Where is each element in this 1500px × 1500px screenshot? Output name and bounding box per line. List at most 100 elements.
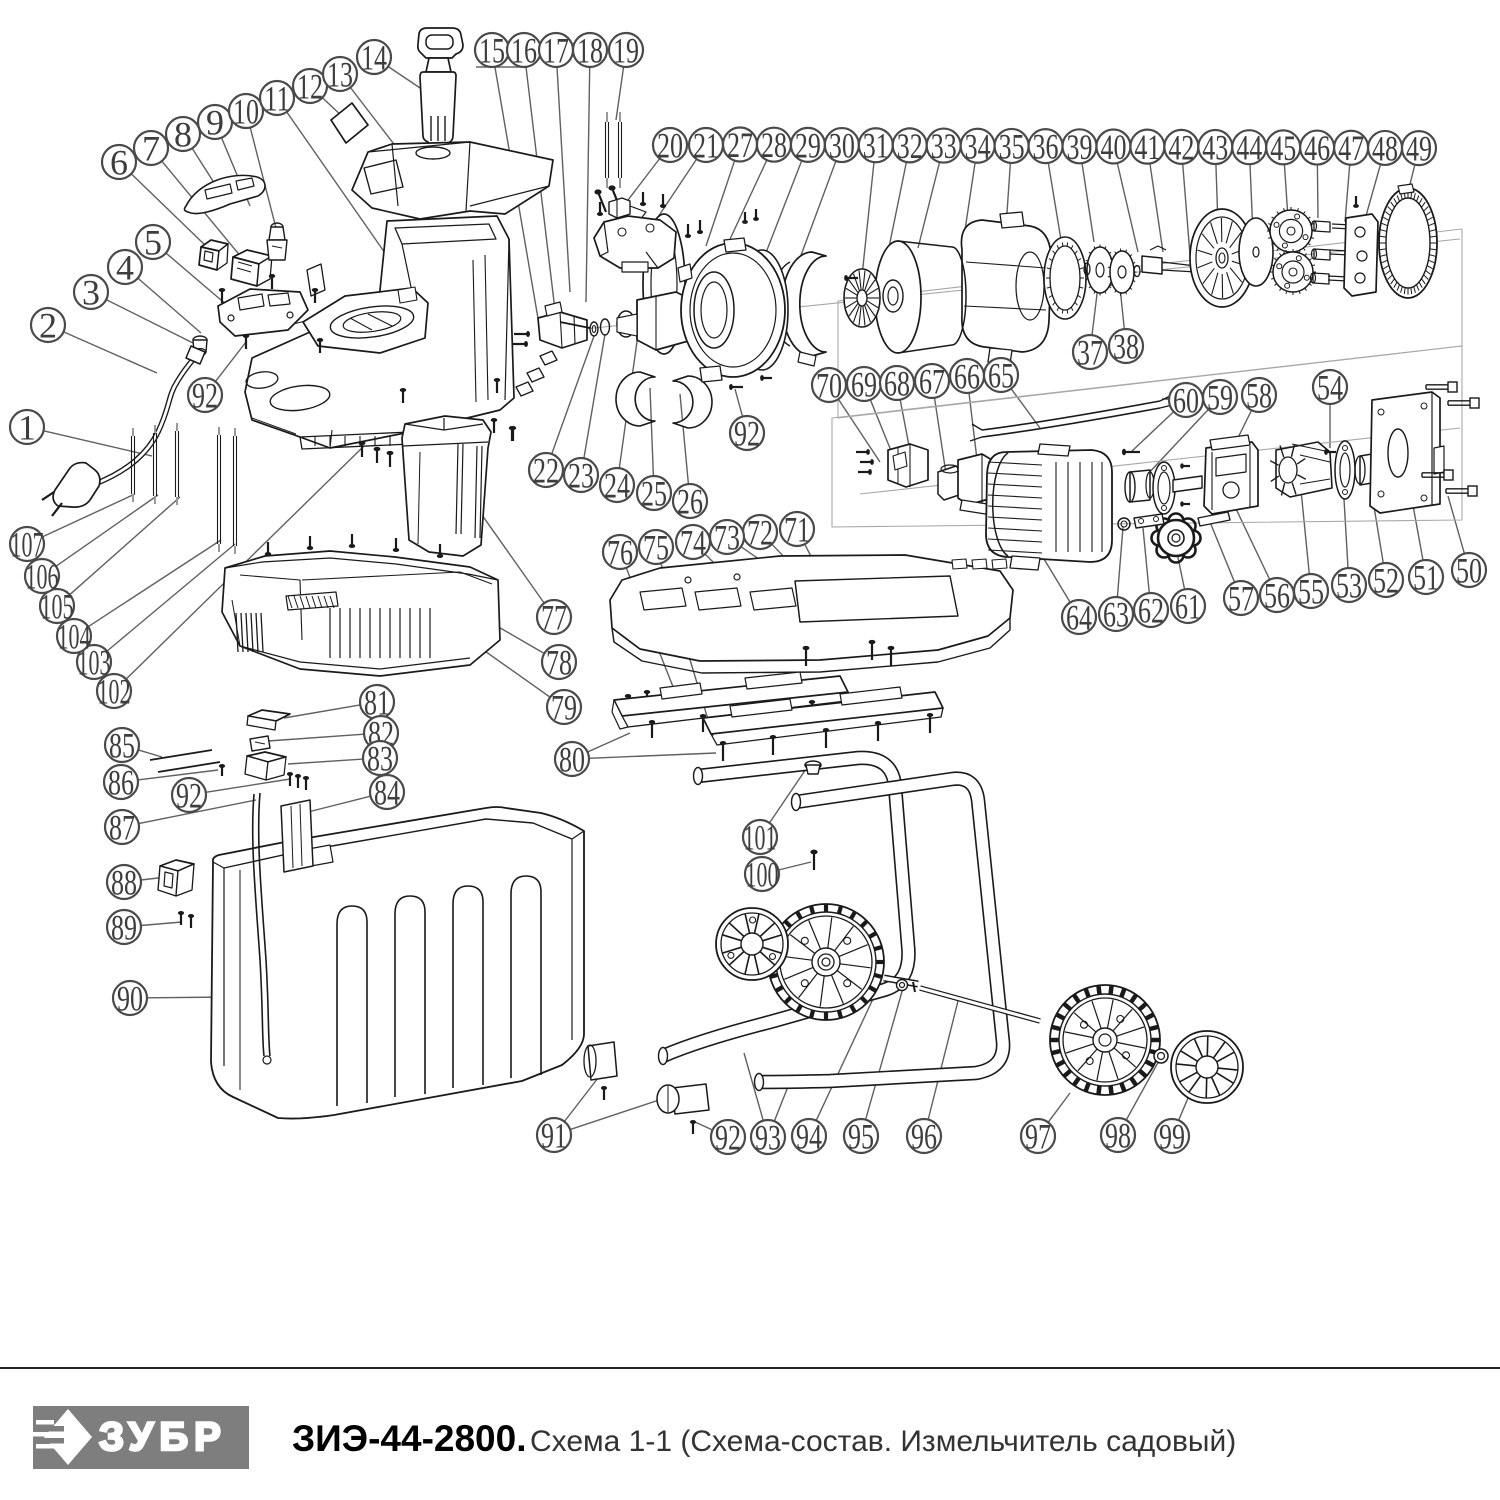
svg-text:8: 8 [174, 115, 192, 155]
svg-text:87: 87 [109, 808, 135, 848]
svg-text:10: 10 [233, 92, 259, 132]
svg-text:7: 7 [142, 129, 160, 169]
svg-text:21: 21 [693, 126, 719, 166]
svg-text:30: 30 [829, 126, 855, 166]
svg-text:80: 80 [559, 740, 585, 780]
svg-text:98: 98 [1105, 1116, 1131, 1156]
svg-text:42: 42 [1168, 127, 1194, 167]
svg-text:62: 62 [1138, 591, 1164, 631]
svg-text:75: 75 [643, 528, 669, 568]
svg-text:13: 13 [327, 55, 353, 95]
svg-text:1: 1 [18, 408, 36, 448]
svg-text:56: 56 [1264, 576, 1290, 616]
svg-text:ЗИЭ-44-2800.: ЗИЭ-44-2800. [292, 1418, 526, 1459]
svg-text:27: 27 [727, 125, 753, 165]
svg-text:92: 92 [715, 1118, 741, 1158]
svg-text:9: 9 [206, 103, 224, 143]
svg-text:100: 100 [746, 855, 779, 895]
svg-text:16: 16 [511, 31, 537, 71]
svg-text:38: 38 [1113, 327, 1139, 367]
svg-text:20: 20 [657, 126, 683, 166]
svg-text:66: 66 [954, 357, 980, 397]
svg-text:25: 25 [641, 474, 667, 514]
svg-text:3: 3 [82, 273, 100, 313]
svg-text:15: 15 [479, 31, 505, 71]
svg-text:17: 17 [543, 31, 569, 71]
svg-text:49: 49 [1406, 129, 1432, 169]
svg-text:11: 11 [264, 79, 290, 119]
svg-text:93: 93 [755, 1118, 781, 1158]
svg-text:76: 76 [607, 533, 633, 573]
svg-text:31: 31 [863, 126, 889, 166]
svg-text:71: 71 [784, 510, 810, 550]
svg-text:24: 24 [604, 466, 630, 506]
svg-text:46: 46 [1304, 128, 1330, 168]
svg-text:92: 92 [192, 376, 218, 416]
svg-text:19: 19 [613, 31, 639, 71]
svg-text:61: 61 [1175, 587, 1201, 627]
svg-text:22: 22 [533, 451, 559, 491]
svg-text:33: 33 [931, 126, 957, 166]
svg-text:63: 63 [1103, 595, 1129, 635]
svg-text:99: 99 [1159, 1117, 1185, 1157]
svg-text:48: 48 [1372, 128, 1398, 168]
svg-text:92: 92 [734, 414, 760, 454]
svg-text:65: 65 [988, 356, 1014, 396]
svg-text:64: 64 [1066, 598, 1092, 638]
svg-text:23: 23 [568, 456, 594, 496]
svg-text:73: 73 [714, 518, 740, 558]
svg-text:67: 67 [919, 362, 945, 402]
svg-text:36: 36 [1033, 127, 1059, 167]
svg-text:44: 44 [1236, 128, 1262, 168]
svg-text:59: 59 [1207, 378, 1233, 418]
svg-text:Схема 1-1 (Схема-состав. Измел: Схема 1-1 (Схема-состав. Измельчитель са… [530, 1425, 1236, 1458]
svg-text:40: 40 [1100, 127, 1126, 167]
svg-text:97: 97 [1025, 1117, 1051, 1157]
svg-text:68: 68 [884, 364, 910, 404]
svg-text:28: 28 [761, 125, 787, 165]
svg-text:104: 104 [58, 617, 91, 657]
svg-text:84: 84 [374, 773, 400, 813]
svg-text:47: 47 [1338, 128, 1364, 168]
svg-text:52: 52 [1373, 561, 1399, 601]
svg-text:94: 94 [796, 1117, 822, 1157]
svg-text:ЗУБР: ЗУБР [99, 1415, 227, 1459]
svg-text:2: 2 [39, 306, 57, 346]
svg-text:60: 60 [1173, 381, 1199, 421]
svg-text:102: 102 [98, 672, 131, 712]
svg-text:90: 90 [117, 979, 143, 1019]
svg-text:69: 69 [851, 365, 877, 405]
svg-text:92: 92 [176, 776, 202, 816]
svg-text:50: 50 [1456, 551, 1482, 591]
svg-text:26: 26 [677, 482, 703, 522]
svg-text:101: 101 [744, 818, 777, 858]
svg-text:39: 39 [1067, 127, 1093, 167]
svg-text:72: 72 [747, 513, 773, 553]
svg-text:4: 4 [116, 248, 134, 288]
svg-text:12: 12 [297, 67, 323, 107]
svg-text:34: 34 [965, 126, 991, 166]
svg-text:6: 6 [110, 143, 128, 183]
svg-text:55: 55 [1298, 572, 1324, 612]
svg-text:88: 88 [111, 863, 137, 903]
svg-text:54: 54 [1317, 368, 1343, 408]
svg-text:35: 35 [999, 126, 1025, 166]
svg-text:70: 70 [816, 366, 842, 406]
svg-text:29: 29 [795, 125, 821, 165]
svg-text:83: 83 [367, 739, 393, 779]
svg-text:106: 106 [26, 557, 59, 597]
svg-text:53: 53 [1336, 566, 1362, 606]
svg-text:32: 32 [897, 126, 923, 166]
svg-text:79: 79 [551, 688, 577, 728]
svg-text:51: 51 [1413, 558, 1439, 598]
svg-text:58: 58 [1246, 376, 1272, 416]
svg-text:5: 5 [144, 223, 162, 263]
svg-text:96: 96 [911, 1117, 937, 1157]
svg-text:43: 43 [1202, 128, 1228, 168]
svg-text:107: 107 [11, 525, 44, 565]
svg-text:85: 85 [109, 726, 135, 766]
svg-text:41: 41 [1134, 127, 1160, 167]
svg-text:57: 57 [1228, 579, 1254, 619]
svg-text:45: 45 [1270, 128, 1296, 168]
svg-text:78: 78 [546, 643, 572, 683]
